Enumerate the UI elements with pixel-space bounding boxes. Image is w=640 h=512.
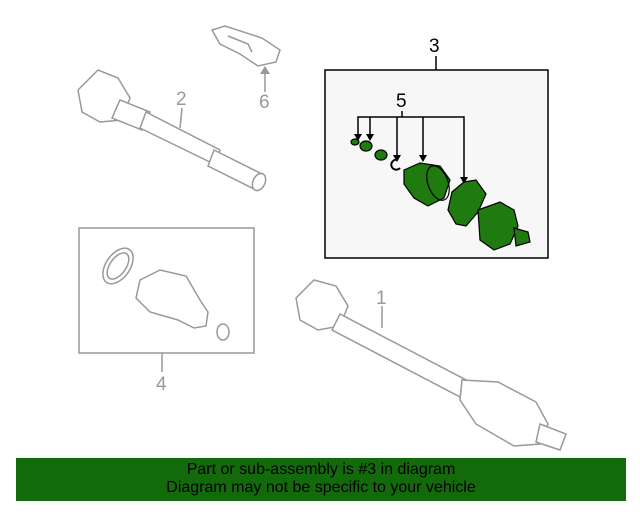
leader-2 <box>179 107 183 129</box>
callout-2[interactable]: 2 <box>176 89 187 110</box>
leaders-5 <box>357 111 465 180</box>
banner-line-1: Part or sub-assembly is #3 in diagram <box>186 461 456 478</box>
banner-line-2: Diagram may not be specific to your vehi… <box>166 479 476 496</box>
callout-3[interactable]: 3 <box>429 36 440 57</box>
callout-1[interactable]: 1 <box>376 288 387 309</box>
part-4-boot-kit <box>102 247 230 341</box>
callout-5[interactable]: 5 <box>396 91 407 112</box>
part-2-shaft[interactable] <box>77 69 268 193</box>
callout-6[interactable]: 6 <box>259 92 270 113</box>
part-1-axle-shaft[interactable] <box>295 279 567 451</box>
part-6-bracket[interactable] <box>210 25 281 67</box>
arrow-6 <box>260 66 270 74</box>
arrows-5 <box>354 134 468 184</box>
callout-4[interactable]: 4 <box>156 374 167 395</box>
part-3-cv-joint-kit[interactable] <box>350 138 531 251</box>
highlight-banner: Part or sub-assembly is #3 in diagram Di… <box>16 458 626 501</box>
